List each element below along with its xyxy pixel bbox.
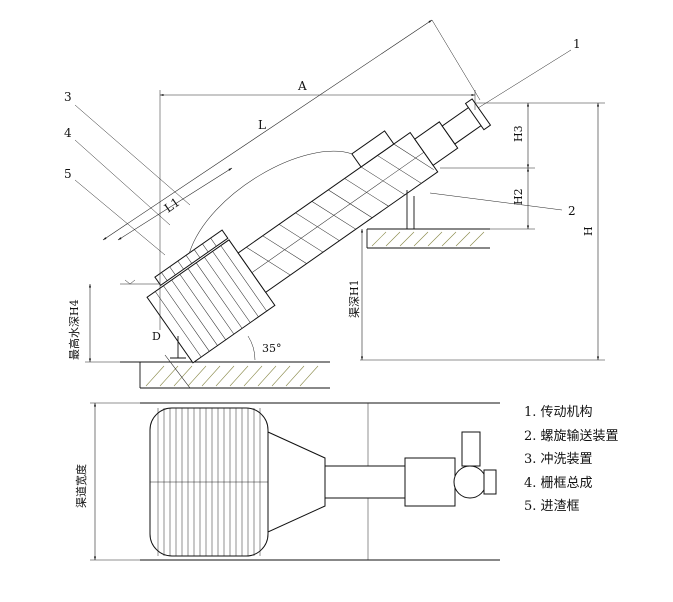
channel-floor-hatch bbox=[120, 361, 330, 389]
plan-reducer bbox=[453, 465, 487, 499]
plan-discharge bbox=[404, 457, 456, 507]
plan-motor bbox=[461, 431, 481, 467]
dim-H4 bbox=[85, 284, 140, 363]
transition-cone bbox=[267, 431, 326, 533]
legend-item-drive: 1. 传动机构 bbox=[524, 405, 593, 420]
dim-label-H1: 渠深H1 bbox=[348, 279, 361, 318]
dim-label-H2: H2 bbox=[512, 188, 525, 205]
dim-H2 bbox=[490, 168, 535, 230]
bottom-support bbox=[170, 336, 186, 359]
dim-label-A: A bbox=[297, 79, 307, 93]
angle-arc bbox=[247, 335, 256, 361]
screen-drum bbox=[149, 407, 269, 557]
dim-label-L: L bbox=[258, 118, 266, 132]
legend-item-screw-conveyor: 2. 螺旋输送装置 bbox=[524, 428, 619, 444]
callout-leaders bbox=[74, 49, 572, 256]
dim-label-channel-width: 渠道宽度 bbox=[74, 464, 88, 508]
dim-L1 bbox=[117, 167, 233, 241]
legend-item-flushing: 3. 冲洗装置 bbox=[524, 452, 593, 467]
dim-label-H4: 最高水深H4 bbox=[67, 299, 81, 360]
dim-label-angle: 35° bbox=[262, 342, 282, 355]
dim-label-L1: L1 bbox=[162, 195, 183, 215]
callout-1: 1 bbox=[573, 37, 581, 51]
dim-D bbox=[164, 354, 191, 389]
dim-label-D: D bbox=[152, 330, 161, 343]
callout-5: 5 bbox=[64, 167, 72, 181]
side-elevation: A L L1 H H3 H2 渠深H1 最高水深H4 D 35° 1 2 3 4… bbox=[64, 19, 605, 389]
dim-label-H: H bbox=[582, 226, 595, 236]
dim-label-H3: H3 bbox=[512, 125, 525, 142]
inclined-screen-body bbox=[146, 98, 492, 364]
legend: 1. 传动机构 2. 螺旋输送装置 3. 冲洗装置 4. 栅框总成 5. 进渣框 bbox=[524, 401, 664, 519]
callout-2: 2 bbox=[568, 204, 576, 218]
callout-3: 3 bbox=[64, 90, 72, 104]
dim-H bbox=[360, 102, 605, 361]
plan-view: 渠道宽度 bbox=[74, 402, 500, 561]
legend-item-inlet-frame: 5. 进渣框 bbox=[524, 499, 580, 514]
plan-conveyor-tube bbox=[324, 465, 406, 499]
callout-4: 4 bbox=[64, 126, 72, 140]
dim-H3 bbox=[440, 103, 535, 169]
dim-L bbox=[102, 19, 481, 241]
water-level-mark bbox=[120, 279, 160, 285]
legend-item-screen-frame: 4. 栅框总成 bbox=[524, 475, 593, 491]
platform-hatch bbox=[366, 228, 490, 249]
